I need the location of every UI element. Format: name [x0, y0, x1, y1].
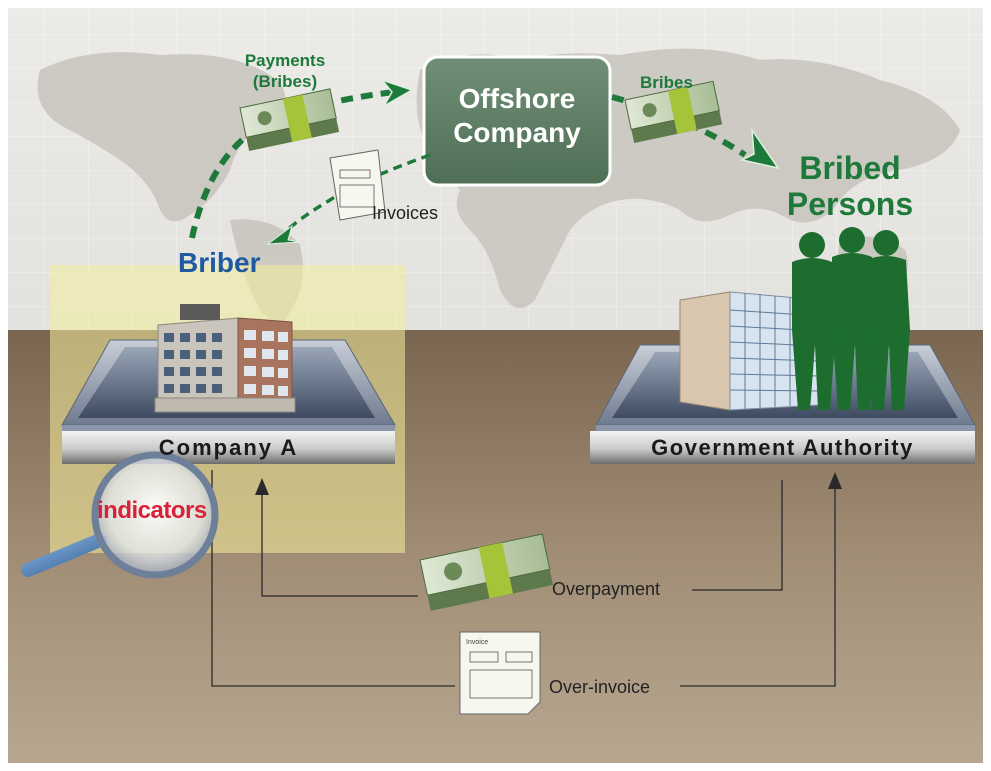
invoice-flow-arrow — [283, 153, 431, 234]
offshore-company-box — [422, 55, 612, 187]
payments-line1: Payments — [244, 51, 326, 70]
over-invoice-label: Over-invoice — [549, 677, 651, 697]
arrow-head-bribed — [739, 127, 780, 170]
indicators-label: indicators — [97, 497, 207, 524]
offshore-line1: Offshore — [458, 83, 576, 114]
offshore-company-label: Offshore Company — [424, 82, 610, 150]
arrow-head-company-a — [255, 478, 269, 495]
invoices-label: Invoices — [372, 203, 439, 223]
arrow-head-briber — [266, 224, 301, 245]
bribes-label: Bribes — [640, 73, 693, 92]
payments-label: Payments (Bribes) — [226, 50, 344, 92]
arrow-head-government — [828, 472, 842, 489]
money-stack-icon — [239, 88, 340, 152]
bribed-line1: Bribed — [799, 150, 901, 186]
magnifier-icon — [21, 451, 219, 579]
government-authority-label: Government Authority — [651, 435, 914, 460]
bribed-persons-icon — [792, 227, 910, 410]
briber-label: Briber — [178, 247, 261, 278]
money-stack-icon — [419, 533, 554, 611]
invoice-document-icon — [329, 149, 386, 221]
invoice-document-icon: Invoice — [459, 631, 541, 715]
payments-line2: (Bribes) — [252, 72, 318, 91]
offshore-line2: Company — [453, 117, 581, 148]
company-a-building-icon — [154, 304, 296, 413]
arrow-head-offshore — [379, 78, 414, 109]
bribed-line2: Persons — [786, 186, 914, 222]
bribed-persons-label: Bribed Persons — [770, 150, 930, 222]
invoice-doc-label: Invoice — [466, 639, 488, 646]
overpayment-label: Overpayment — [552, 579, 661, 599]
money-stack-icon — [624, 80, 723, 144]
company-a-label: Company A — [158, 435, 299, 460]
